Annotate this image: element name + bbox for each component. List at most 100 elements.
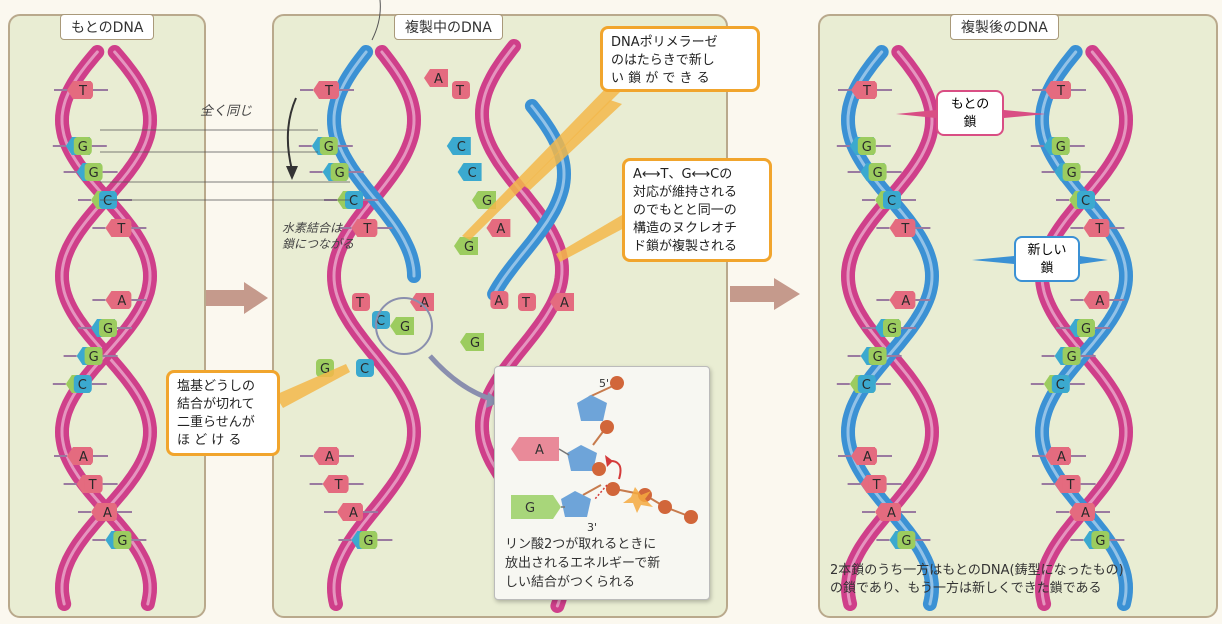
base-letter: G <box>887 322 897 337</box>
base-a: A <box>859 447 877 465</box>
zoom-inset: A G 5' 3' リン酸2つが取れるときに 放出されるエネルギーで新 しい結合… <box>494 366 710 600</box>
base-a: A <box>321 447 339 465</box>
base-c: C <box>1077 191 1095 209</box>
base-a: A <box>1091 291 1110 309</box>
base-a: A <box>1077 503 1095 521</box>
dna-helix: ATCGCGGCATTACGCGGCTAATTACG <box>52 45 158 611</box>
base-letter: A <box>117 294 126 309</box>
base-a: A <box>486 219 511 237</box>
base-letter: C <box>887 194 896 209</box>
base-letter: G <box>1067 166 1077 181</box>
base-letter: C <box>78 378 87 393</box>
base-letter: G <box>873 350 883 365</box>
base-letter: T <box>355 296 364 311</box>
base-letter: A <box>434 72 443 87</box>
base-letter: T <box>324 84 333 99</box>
base-a: A <box>1053 447 1071 465</box>
base-c: C <box>446 137 471 155</box>
base-g: G <box>868 347 887 365</box>
base-letter: A <box>496 222 505 237</box>
base-t: T <box>330 475 349 493</box>
handwritten-line: 水素結合は <box>282 221 343 235</box>
base-g: G <box>460 333 484 351</box>
base-letter: G <box>1067 350 1077 365</box>
base-t: T <box>1053 81 1071 99</box>
handwritten-line: 鎖につながる <box>282 237 355 251</box>
base-g: G <box>113 531 132 549</box>
nucleotide-bond-diagram: A G 5' 3' <box>511 376 698 534</box>
base-letter: G <box>464 240 474 255</box>
end-label-5: 5' <box>599 377 609 390</box>
callout-line: 構造のヌクレオチ <box>633 221 738 236</box>
base-a: A <box>897 291 916 309</box>
base-letter: G <box>1056 140 1066 155</box>
callout-line: A⟷T、G⟷Cの <box>633 167 733 182</box>
base-letter: A <box>494 294 503 309</box>
handwritten-same: 全く同じ <box>200 104 253 119</box>
callout-line: DNAポリメラーゼ <box>611 35 718 50</box>
base-c: C <box>457 163 482 181</box>
base-t: T <box>897 219 916 237</box>
base-c: C <box>73 375 92 393</box>
base-letter: T <box>455 84 464 99</box>
base-g: G <box>99 319 117 337</box>
base-g: G <box>454 237 478 255</box>
base-letter: A <box>887 506 896 521</box>
label-line: もとの <box>950 97 990 112</box>
base-letter: C <box>457 140 466 155</box>
caption-line: しい結合がつくられる <box>505 575 636 590</box>
base-letter: T <box>362 222 371 237</box>
base-letter: C <box>103 194 112 209</box>
base-t: T <box>518 293 536 311</box>
callout-line: 塩基どうしの <box>177 379 256 394</box>
label-line: 新しい <box>1027 243 1067 258</box>
base-letter: T <box>1094 222 1103 237</box>
base-t: T <box>75 81 93 99</box>
callout-line: 結合が切れて <box>177 397 255 412</box>
base-letter: A <box>560 296 569 311</box>
base-a: A <box>113 291 132 309</box>
base-g: G <box>319 137 338 155</box>
base-letter: G <box>1095 534 1105 549</box>
base-c: C <box>372 311 390 329</box>
base-c: C <box>345 191 363 209</box>
base-g: G <box>1091 531 1110 549</box>
base-g: G <box>84 347 103 365</box>
base-letter: G <box>1081 322 1091 337</box>
handwritten-note: 水素結合は 鎖につながる <box>282 220 354 252</box>
base-letter: C <box>862 378 871 393</box>
base-letter: G <box>78 140 88 155</box>
base-label-g: G <box>525 501 535 516</box>
base-letter: G <box>363 534 373 549</box>
base-letter: A <box>420 296 429 311</box>
base-c: C <box>1051 375 1070 393</box>
base-letter: G <box>320 362 330 377</box>
panel-title: もとのDNA <box>60 14 155 40</box>
base-letter: A <box>79 450 88 465</box>
base-g: G <box>330 163 349 181</box>
base-letter: A <box>863 450 872 465</box>
base-g: G <box>1062 347 1081 365</box>
base-label-a: A <box>535 443 544 458</box>
base-letter: C <box>1081 194 1090 209</box>
zoom-caption: リン酸2つが取れるときに 放出されるエネルギーで新 しい結合がつくられる <box>505 535 660 592</box>
end-label-3: 3' <box>587 521 597 534</box>
base-t: T <box>84 475 103 493</box>
base-letter: G <box>324 140 334 155</box>
base-g: G <box>868 163 887 181</box>
base-letter: A <box>325 450 334 465</box>
base-letter: G <box>901 534 911 549</box>
base-a: A <box>550 293 574 311</box>
callout-line: のはたらきで新し <box>611 53 715 68</box>
label-new-strand: 新しい 鎖 <box>1014 236 1080 282</box>
base-a: A <box>490 291 509 309</box>
base-letter: T <box>1056 84 1065 99</box>
panel-title: 複製後のDNA <box>950 14 1059 40</box>
base-letter: T <box>116 222 125 237</box>
base-c: C <box>883 191 901 209</box>
base-letter: A <box>103 506 112 521</box>
base-letter: G <box>103 322 113 337</box>
base-g: G <box>390 317 414 335</box>
base-g: G <box>73 137 92 155</box>
base-letter: G <box>873 166 883 181</box>
